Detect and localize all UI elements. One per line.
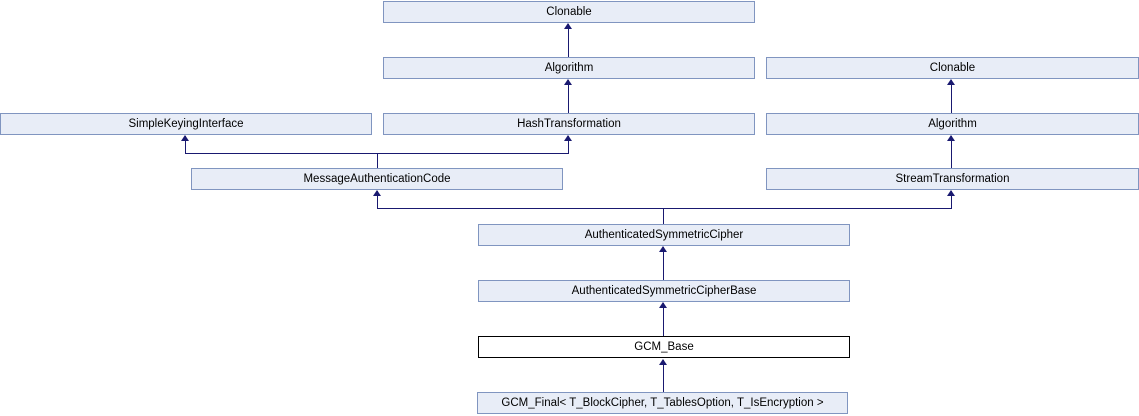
edge-line bbox=[663, 360, 664, 392]
edge-line bbox=[377, 208, 952, 209]
edge-line bbox=[185, 153, 569, 154]
arrowhead-up-icon bbox=[564, 135, 572, 141]
arrowhead-up-icon bbox=[564, 79, 572, 85]
class-node-message-authentication-code[interactable]: MessageAuthenticationCode bbox=[191, 168, 563, 190]
arrowhead-up-icon bbox=[659, 302, 667, 308]
edge-line bbox=[951, 136, 952, 168]
class-node-stream-transformation[interactable]: StreamTransformation bbox=[766, 168, 1139, 190]
class-node-simple-keying-interface[interactable]: SimpleKeyingInterface bbox=[0, 113, 372, 135]
class-node-clonable-2[interactable]: Clonable bbox=[766, 57, 1139, 79]
edge-line bbox=[377, 191, 378, 209]
arrowhead-up-icon bbox=[564, 23, 572, 29]
edge-line bbox=[951, 80, 952, 113]
edge-line bbox=[951, 191, 952, 209]
edge-line bbox=[663, 303, 664, 336]
arrowhead-up-icon bbox=[659, 359, 667, 365]
arrowhead-up-icon bbox=[947, 135, 955, 141]
edge-line bbox=[568, 80, 569, 113]
class-node-authenticated-symmetric-cipher-base[interactable]: AuthenticatedSymmetricCipherBase bbox=[478, 280, 850, 302]
class-node-gcm-base-current: GCM_Base bbox=[478, 336, 850, 358]
arrowhead-up-icon bbox=[947, 79, 955, 85]
edge-line bbox=[568, 136, 569, 154]
edge-line bbox=[568, 24, 569, 57]
arrowhead-up-icon bbox=[181, 135, 189, 141]
arrowhead-up-icon bbox=[659, 246, 667, 252]
class-node-authenticated-symmetric-cipher[interactable]: AuthenticatedSymmetricCipher bbox=[478, 224, 850, 246]
class-node-clonable-1[interactable]: Clonable bbox=[383, 1, 755, 23]
class-node-algorithm-1[interactable]: Algorithm bbox=[383, 57, 755, 79]
edge-line bbox=[377, 154, 378, 168]
arrowhead-up-icon bbox=[373, 190, 381, 196]
arrowhead-up-icon bbox=[947, 190, 955, 196]
edge-line bbox=[663, 209, 664, 224]
edge-line bbox=[185, 136, 186, 154]
class-node-hash-transformation[interactable]: HashTransformation bbox=[383, 113, 755, 135]
edge-line bbox=[663, 247, 664, 280]
class-node-gcm-final[interactable]: GCM_Final< T_BlockCipher, T_TablesOption… bbox=[477, 392, 848, 414]
class-node-algorithm-2[interactable]: Algorithm bbox=[766, 113, 1139, 135]
